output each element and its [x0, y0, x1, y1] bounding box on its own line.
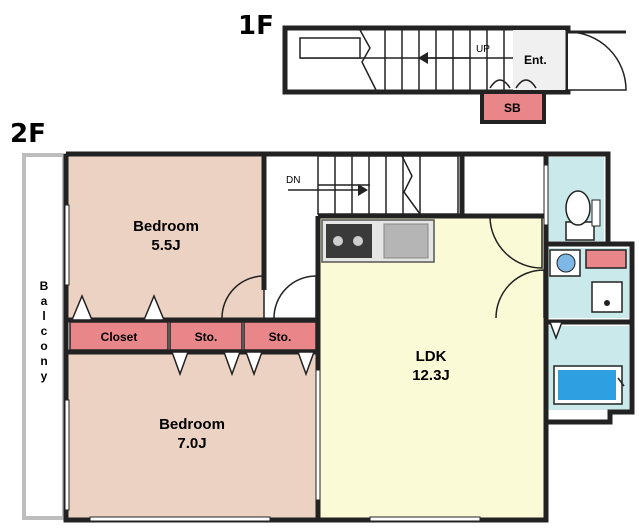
first-floor-stair-break — [359, 29, 377, 91]
storage-1-label: Sto. — [195, 330, 218, 344]
ldk-name: LDK — [416, 348, 447, 365]
kitchen-sink — [383, 223, 429, 259]
floor-label-2f: 2F — [10, 119, 46, 149]
balcony-letter: y — [41, 369, 48, 383]
bedroom-a-name: Bedroom — [133, 218, 199, 235]
balcony-letter: a — [41, 294, 48, 308]
window-bedroom-b-bottom — [89, 516, 271, 522]
shoe-box — [480, 90, 546, 124]
dn-arrow-icon — [358, 184, 368, 196]
ldk-room — [319, 218, 544, 518]
storage-2-label: Sto. — [269, 330, 292, 344]
washbasin-icon — [549, 249, 581, 277]
closet-label: Closet — [101, 330, 138, 344]
window-ldk-bottom — [369, 516, 481, 522]
up-label: UP — [476, 44, 490, 55]
entrance-area — [513, 30, 565, 90]
windows — [64, 164, 549, 522]
window-bedroom-b — [64, 399, 70, 511]
balcony-letter: B — [40, 279, 49, 293]
window-toilet — [543, 164, 549, 226]
bath-door — [548, 321, 564, 341]
storage-2 — [243, 321, 317, 351]
window-bedroom-a — [64, 204, 70, 286]
bathtub-icon — [553, 365, 625, 405]
stove-cooktop — [326, 224, 372, 258]
toilet-icon — [565, 190, 601, 241]
washroom-shelf — [585, 249, 627, 269]
first-floor-stair-landing — [299, 37, 361, 59]
closet-doors — [70, 294, 316, 377]
hallway — [266, 156, 316, 320]
second-floor-stair-break — [401, 155, 421, 215]
up-arrow-icon — [418, 52, 428, 64]
balcony-label: B a l c o n y — [40, 279, 49, 383]
bedroom-7-0j — [68, 352, 317, 518]
ldk-size: 12.3J — [412, 367, 450, 384]
burner-icon — [353, 236, 363, 246]
second-floor-stairs — [317, 155, 459, 215]
drain-icon — [604, 300, 610, 306]
window-partition — [315, 369, 321, 501]
bedroom-b-size: 7.0J — [177, 435, 206, 452]
burner-icon — [333, 236, 343, 246]
dn-label: DN — [286, 175, 300, 186]
shoe-box-label: SB — [504, 101, 521, 115]
balcony-letter: c — [41, 324, 48, 338]
floor-label-1f: 1F — [238, 11, 274, 41]
shoe-box-doors — [489, 79, 537, 89]
balcony-letter: l — [42, 309, 45, 323]
storage-1 — [169, 321, 243, 351]
washing-machine-icon — [591, 281, 623, 313]
entrance-door-swing — [567, 31, 627, 91]
entrance-label: Ent. — [524, 53, 547, 67]
bedroom-b-name: Bedroom — [159, 416, 225, 433]
balcony-letter: n — [40, 354, 47, 368]
closet — [69, 321, 169, 351]
balcony-letter: o — [40, 339, 47, 353]
door-swings — [221, 217, 545, 319]
bedroom-a-size: 5.5J — [151, 237, 180, 254]
